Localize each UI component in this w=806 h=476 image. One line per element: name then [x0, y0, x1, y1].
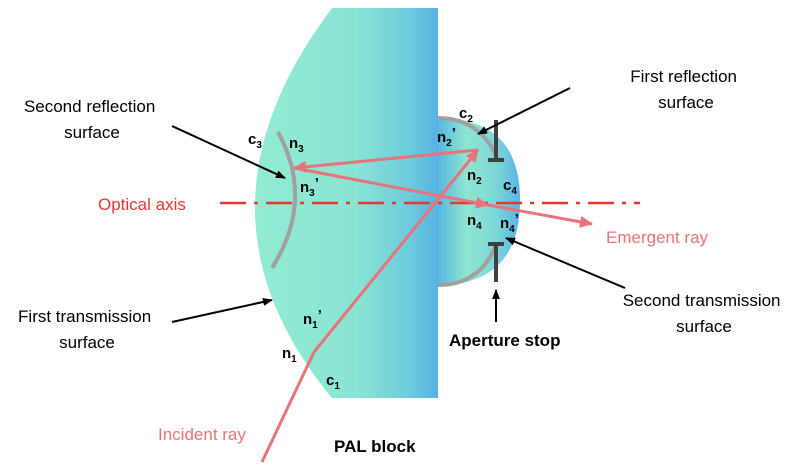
symbol-n3: n3: [289, 135, 304, 155]
pointer-second-reflection: [171, 125, 286, 179]
label-second-transmission: Second transmission surface: [623, 291, 786, 336]
symbol-c2: c2: [459, 105, 473, 125]
symbol-n4-prime: n4’: [500, 211, 519, 235]
first-reflection-surface: [437, 116, 498, 156]
aperture-stop-top: [488, 120, 504, 162]
incident-ray-line: [260, 351, 316, 463]
aperture-stop-bottom: [488, 242, 504, 282]
ray-segment-1: [312, 149, 480, 353]
label-first-transmission: First transmission surface: [18, 307, 156, 352]
ray-segment-2: [293, 148, 479, 173]
symbol-n1-prime: n1’: [303, 307, 322, 331]
label-second-reflection: Second reflection surface: [24, 97, 160, 142]
label-pal-block: PAL block: [334, 437, 416, 456]
symbol-n4: n4: [467, 212, 482, 232]
label-optical-axis: Optical axis: [98, 195, 186, 214]
pointer-first-transmission: [171, 298, 273, 323]
pointer-second-transmission: [505, 237, 626, 289]
second-transmission-surface: [437, 244, 498, 287]
label-aperture-stop: Aperture stop: [449, 331, 560, 350]
label-incident-ray: Incident ray: [158, 425, 246, 444]
label-emergent-ray: Emergent ray: [606, 228, 709, 247]
symbol-n3-prime: n3’: [300, 175, 319, 199]
second-reflection-surface: [270, 131, 298, 270]
symbol-c3: c3: [248, 131, 262, 151]
ray-segment-3: [293, 166, 489, 209]
symbol-n2-prime: n2’: [437, 125, 456, 149]
symbol-n1: n1: [282, 345, 297, 365]
label-pointers: [171, 87, 626, 323]
pointer-first-reflection: [477, 87, 571, 135]
symbol-c4: c4: [503, 177, 517, 197]
symbol-n2: n2: [467, 167, 482, 187]
symbol-c1: c1: [326, 372, 340, 392]
ray-path: [260, 148, 593, 463]
emergent-ray-line: [487, 203, 593, 228]
label-first-reflection: First reflection surface: [630, 67, 741, 112]
